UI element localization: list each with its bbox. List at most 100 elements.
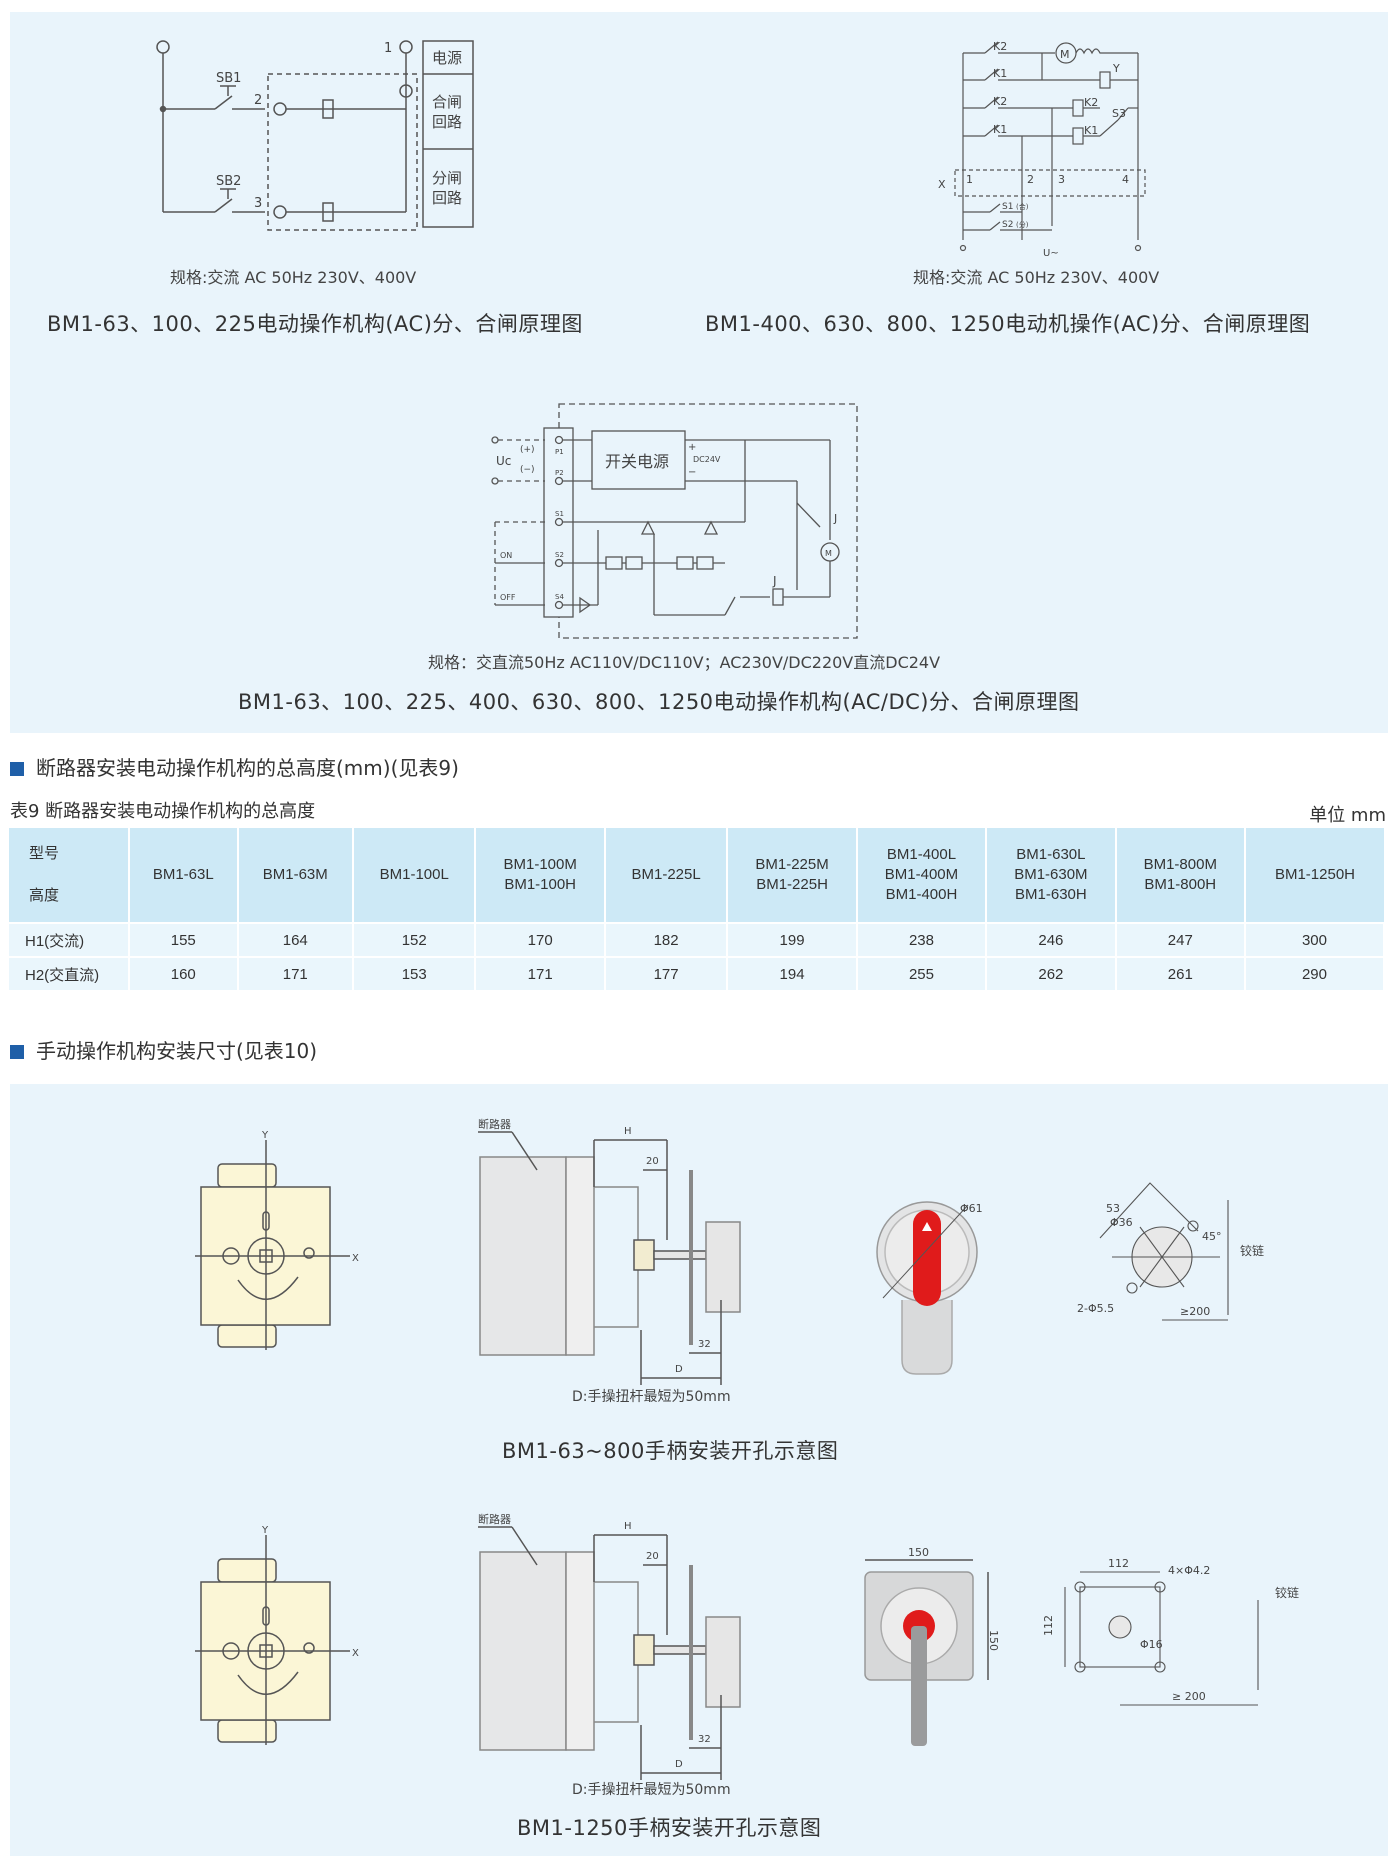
svg-text:Φ61: Φ61 (960, 1202, 983, 1215)
svg-text:D: D (675, 1364, 683, 1375)
svg-text:P1: P1 (555, 448, 564, 456)
section-heading-total-height: 断路器安装电动操作机构的总高度(mm)(见表9) (10, 752, 459, 781)
svg-text:SB1: SB1 (216, 71, 241, 86)
svg-text:Y: Y (261, 1525, 269, 1536)
svg-text:32: 32 (698, 1339, 711, 1350)
manual1-note: D:手操扭杆最短为50mm (572, 1389, 731, 1405)
svg-text:M: M (825, 549, 832, 558)
manual2-note: D:手操扭杆最短为50mm (572, 1782, 731, 1798)
cell: 194 (727, 956, 858, 990)
row-label: H2(交直流) (9, 956, 130, 990)
section-marker-icon (10, 1045, 24, 1059)
cell: 171 (237, 956, 354, 990)
diagram1-caption: BM1-63、100、225电动操作机构(AC)分、合闸原理图 (47, 312, 583, 336)
svg-text:K1: K1 (993, 67, 1007, 80)
svg-text:2: 2 (254, 93, 262, 108)
col-header: BM1-63L (129, 828, 239, 923)
svg-text:DC24V: DC24V (693, 455, 721, 464)
svg-text:D: D (675, 1759, 683, 1770)
diagram3-caption: BM1-63、100、225、400、630、800、1250电动操作机构(AC… (238, 690, 1080, 714)
svg-text:K2: K2 (993, 95, 1007, 108)
corner-header: 型号高度 (9, 828, 130, 923)
cell: 262 (986, 956, 1117, 990)
manual1-caption: BM1-63~800手柄安装开孔示意图 (502, 1439, 839, 1463)
svg-text:SB2: SB2 (216, 174, 241, 189)
section-marker-icon (10, 762, 24, 776)
col-header: BM1-225L (604, 828, 729, 923)
diagram2-caption: BM1-400、630、800、1250电动机操作(AC)分、合闸原理图 (705, 312, 1311, 336)
svg-text:H: H (624, 1521, 632, 1532)
cell: 153 (352, 956, 477, 990)
svg-text:≥200: ≥200 (1180, 1305, 1210, 1318)
diagram2-spec: 规格:交流 AC 50Hz 230V、400V (913, 268, 1160, 287)
section-title: 手动操作机构安装尺寸(见表10) (36, 1039, 318, 1063)
section-title: 断路器安装电动操作机构的总高度(mm)(见表9) (36, 756, 459, 780)
ac-control-schematic-small: SB1 SB2 2 3 1 电源 合闸 回路 分闸 回路 (156, 40, 474, 231)
schematics-panel (10, 12, 1388, 733)
diagram3-spec: 规格：交直流50Hz AC110V/DC110V；AC230V/DC220V直流… (428, 653, 941, 672)
svg-text:OFF: OFF (500, 593, 516, 602)
svg-text:2-Φ5.5: 2-Φ5.5 (1077, 1302, 1114, 1315)
side-installation-view: H 20 32 D 断路器 (478, 1117, 741, 1385)
svg-text:合闸: 合闸 (432, 93, 462, 111)
section-heading-manual: 手动操作机构安装尺寸(见表10) (10, 1035, 317, 1064)
svg-text:4: 4 (1122, 173, 1129, 186)
svg-text:S4: S4 (555, 593, 564, 601)
svg-text:回路: 回路 (432, 189, 462, 207)
cell: 182 (604, 922, 729, 957)
svg-text:20: 20 (646, 1156, 659, 1167)
manual2-caption: BM1-1250手柄安装开孔示意图 (517, 1816, 822, 1840)
svg-text:电源: 电源 (432, 49, 462, 67)
row-label: H1(交流) (9, 922, 130, 957)
svg-text:Φ16: Φ16 (1140, 1638, 1163, 1651)
svg-text:J: J (772, 574, 777, 588)
svg-text:M: M (1060, 48, 1070, 61)
svg-text:S3: S3 (1112, 107, 1126, 120)
acdc-control-schematic: 开关电源 Uc (+) (−) P1 P2 S1 S2 S4 + − DC24V… (491, 403, 858, 639)
svg-text:3: 3 (254, 196, 262, 211)
ac-control-schematic-large: M Y K2 K1 K2 K1 K2 K1 S3 X 1 2 3 4 S1(合)… (938, 40, 1146, 259)
svg-text:K2: K2 (1084, 96, 1098, 109)
cell: 246 (986, 922, 1117, 957)
svg-text:U~: U~ (1043, 248, 1059, 259)
svg-text:J: J (833, 512, 837, 525)
mounting-plate-front-view: Y X (195, 1130, 359, 1350)
cell: 152 (352, 922, 477, 957)
cell: 261 (1115, 956, 1246, 990)
svg-text:45°: 45° (1202, 1230, 1222, 1243)
square-rotary-handle: 150 150 (864, 1546, 1000, 1746)
svg-text:S2: S2 (555, 551, 564, 559)
svg-text:S1: S1 (555, 510, 564, 518)
svg-text:(+): (+) (520, 445, 535, 455)
svg-text:Y: Y (1112, 62, 1120, 75)
svg-text:分闸: 分闸 (432, 169, 462, 187)
svg-text:2: 2 (1027, 173, 1034, 186)
svg-text:150: 150 (987, 1630, 1000, 1651)
svg-text:断路器: 断路器 (478, 1117, 511, 1131)
svg-text:P2: P2 (555, 469, 564, 477)
svg-text:S2: S2 (1002, 220, 1013, 230)
col-header: BM1-63M (237, 828, 354, 923)
svg-text:S1: S1 (1002, 202, 1013, 212)
col-header: BM1-100L (352, 828, 477, 923)
svg-text:铰链: 铰链 (1240, 1243, 1264, 1258)
svg-text:K1: K1 (1084, 124, 1098, 137)
diagram1-spec: 规格:交流 AC 50Hz 230V、400V (170, 268, 417, 287)
svg-text:112: 112 (1042, 1615, 1055, 1636)
cell: 247 (1115, 922, 1246, 957)
svg-text:X: X (352, 1648, 359, 1659)
table9-title: 表9 断路器安装电动操作机构的总高度 (10, 801, 316, 822)
svg-text:Uc: Uc (496, 454, 511, 468)
svg-text:X: X (352, 1253, 359, 1264)
svg-text:Φ36: Φ36 (1110, 1216, 1133, 1229)
svg-text:ON: ON (500, 551, 512, 560)
cell: 160 (129, 956, 239, 990)
